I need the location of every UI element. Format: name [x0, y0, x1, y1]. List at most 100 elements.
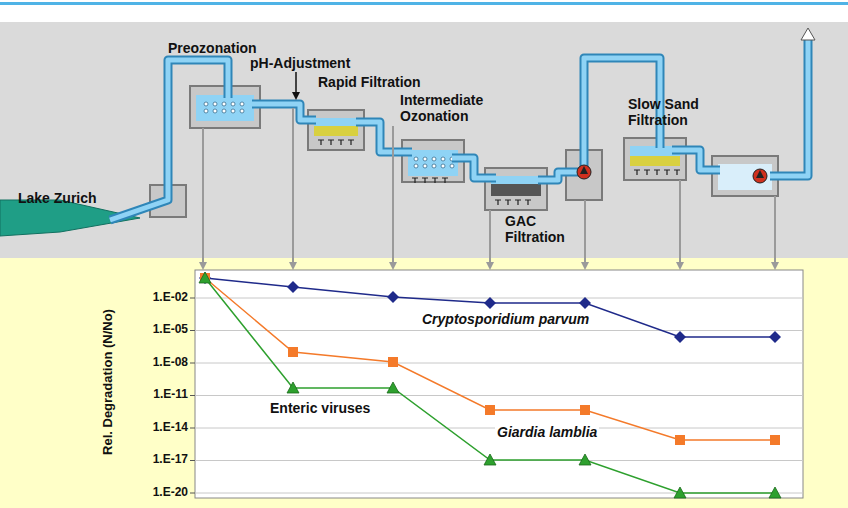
stage-label: Rapid Filtration: [318, 74, 421, 90]
tick-mark: [190, 363, 195, 364]
nozzle: [634, 170, 640, 175]
filter-nozzles: [318, 140, 680, 205]
bubble: [432, 157, 436, 161]
chart-panel: [0, 258, 848, 508]
tick-label: 1.E-14: [153, 421, 188, 435]
tick-mark: [190, 395, 195, 396]
tick-label: 1.E-08: [153, 356, 188, 370]
tick-mark: [190, 493, 195, 494]
stage-label: Preozonation: [168, 40, 257, 56]
square-marker: [388, 357, 398, 367]
square-marker: [485, 405, 495, 415]
bubble: [441, 164, 445, 168]
sampling-arrows: [203, 108, 775, 268]
nozzle: [644, 170, 650, 175]
diamond-marker: [199, 272, 211, 284]
diamond-marker: [287, 281, 299, 293]
bubble: [231, 102, 235, 106]
nozzle: [412, 178, 418, 183]
tick-mark: [190, 428, 195, 429]
process-panel: [0, 22, 848, 258]
bubble: [423, 157, 427, 161]
series-label: Giardia lamblia: [495, 424, 599, 440]
data-series: [199, 272, 781, 498]
nozzle: [422, 178, 428, 183]
lake-label: Lake Zurich: [18, 190, 97, 206]
diamond-marker: [484, 297, 496, 309]
tick-mark: [190, 330, 195, 331]
nozzle: [664, 170, 670, 175]
square-marker: [580, 405, 590, 415]
series-line: [205, 278, 775, 493]
bubble: [414, 164, 418, 168]
bubble: [222, 109, 226, 113]
nozzle: [515, 200, 521, 205]
bubble: [213, 102, 217, 106]
bubble: [450, 164, 454, 168]
nozzle: [432, 178, 438, 183]
series-line: [205, 278, 775, 337]
series-label: Enteric viruses: [268, 400, 372, 416]
square-marker: [675, 435, 685, 445]
bubble: [441, 157, 445, 161]
nozzle: [328, 140, 334, 145]
triangle-marker: [769, 487, 781, 498]
tick-label: 1.E-02: [153, 291, 188, 305]
nozzle: [674, 170, 680, 175]
nozzle: [525, 200, 531, 205]
triangle-marker: [484, 454, 496, 465]
diamond-marker: [769, 331, 781, 343]
pump-symbol: [577, 165, 767, 183]
bubble: [213, 109, 217, 113]
bubble: [432, 164, 436, 168]
bubble: [414, 157, 418, 161]
series-label: Cryptosporidium parvum: [420, 311, 591, 327]
series-line: [205, 278, 775, 440]
tick-label: 1.E-11: [153, 388, 188, 402]
tick-mark: [190, 298, 195, 299]
bubble: [222, 102, 226, 106]
triangle-marker: [287, 382, 299, 393]
stage-label: GAC Filtration: [505, 213, 585, 245]
nozzle: [654, 170, 660, 175]
nozzle: [318, 140, 324, 145]
dosing-arrow: [295, 72, 297, 98]
tick-label: 1.E-20: [153, 486, 188, 500]
bubble: [204, 109, 208, 113]
diamond-marker: [579, 297, 591, 309]
gridlines: [190, 298, 803, 493]
stage-label: Intermediate Ozonation: [400, 92, 510, 124]
square-marker: [288, 347, 298, 357]
square-marker: [770, 435, 780, 445]
square-marker: [200, 273, 210, 283]
nozzle: [495, 200, 501, 205]
gridline: [195, 395, 803, 396]
triangle-marker: [579, 454, 591, 465]
nozzle: [338, 140, 344, 145]
gridline: [195, 330, 803, 331]
bubble: [423, 164, 427, 168]
nozzle: [505, 200, 511, 205]
axis-title: Rel. Degradation (N/No): [101, 309, 116, 455]
bubble: [240, 109, 244, 113]
tick-label: 1.E-17: [153, 453, 188, 467]
nozzle: [442, 178, 448, 183]
gridline: [195, 298, 803, 299]
gridline: [195, 363, 803, 364]
triangle-marker: [674, 487, 686, 498]
pipeline: [110, 28, 815, 220]
bubble: [204, 102, 208, 106]
diamond-marker: [674, 331, 686, 343]
plot-area: [195, 270, 803, 498]
dosing-label: pH-Adjustment: [250, 55, 350, 71]
triangle-marker: [387, 382, 399, 393]
bubble: [240, 102, 244, 106]
nozzle: [348, 140, 354, 145]
diamond-marker: [387, 291, 399, 303]
tick-mark: [190, 460, 195, 461]
stage-label: Slow Sand Filtration: [628, 96, 718, 128]
bubble: [231, 109, 235, 113]
top-rule: [0, 2, 848, 5]
